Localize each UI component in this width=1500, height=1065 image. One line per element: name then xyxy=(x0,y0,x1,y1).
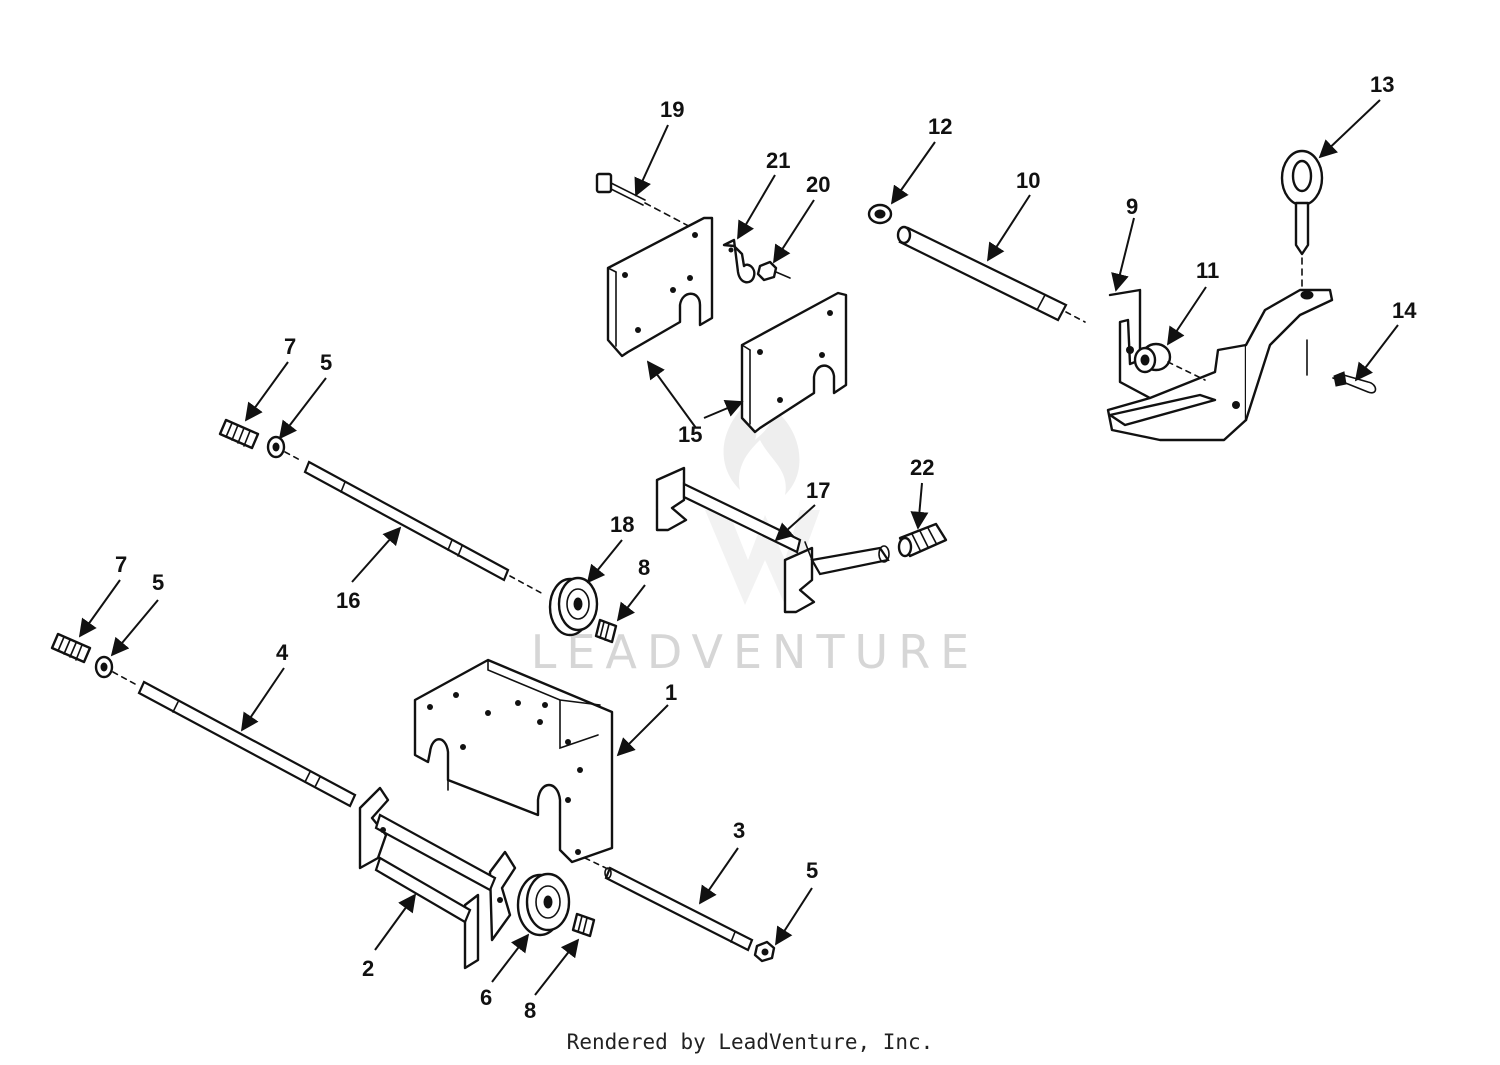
callout-8-lower: 8 xyxy=(524,998,536,1023)
part-10-pin xyxy=(896,225,1086,323)
render-credit: Rendered by LeadVenture, Inc. xyxy=(566,1030,934,1054)
part-4-axle xyxy=(137,680,357,808)
callout-11: 11 xyxy=(1196,258,1219,283)
part-22-grip xyxy=(897,522,948,558)
callout-5-lower: 5 xyxy=(152,570,164,595)
part-5-right-washer xyxy=(753,940,776,963)
part-5-lower-washer xyxy=(94,655,136,685)
callout-13: 13 xyxy=(1370,72,1394,97)
callout-12: 12 xyxy=(928,114,952,139)
callout-15: 15 xyxy=(678,422,702,447)
part-3-rod xyxy=(584,857,754,952)
part-19-bolt xyxy=(595,172,701,233)
part-13-eye-pin xyxy=(1280,149,1324,291)
callout-7-upper: 7 xyxy=(284,334,296,359)
callout-1: 1 xyxy=(665,680,677,705)
callout-7-lower: 7 xyxy=(115,552,127,577)
part-2-lever-assembly xyxy=(358,786,517,970)
callout-9: 9 xyxy=(1126,194,1138,219)
callout-22: 22 xyxy=(910,455,934,480)
part-18-wheel xyxy=(548,576,599,637)
part-21-clip xyxy=(722,238,756,284)
part-16-axle xyxy=(303,460,546,596)
callout-5-upper: 5 xyxy=(320,350,332,375)
part-14-hairpin xyxy=(1332,371,1377,394)
callout-leaders xyxy=(78,99,1399,996)
part-12-ring xyxy=(867,203,893,225)
callout-2: 2 xyxy=(362,956,374,981)
part-1-bracket xyxy=(413,658,614,864)
part-20-nut xyxy=(756,260,791,282)
callout-3: 3 xyxy=(733,818,745,843)
part-15-upper-plate xyxy=(606,216,714,358)
callout-20: 20 xyxy=(806,172,830,197)
part-7-lower-spring xyxy=(50,632,92,664)
part-6-wheel xyxy=(516,872,571,937)
callout-6: 6 xyxy=(480,985,492,1010)
callout-19: 19 xyxy=(660,97,684,122)
part-8-lower-bushing xyxy=(571,912,596,938)
part-5-upper-washer xyxy=(266,435,301,461)
callout-18: 18 xyxy=(610,512,634,537)
callout-4: 4 xyxy=(276,640,289,665)
callout-17: 17 xyxy=(806,478,830,503)
callout-10: 10 xyxy=(1016,168,1040,193)
part-9-hitch-bracket xyxy=(1106,288,1334,442)
callout-8-upper: 8 xyxy=(638,555,650,580)
callout-5-right: 5 xyxy=(806,858,818,883)
callout-16: 16 xyxy=(336,588,360,613)
part-11-spacer xyxy=(1133,342,1206,381)
part-8-upper-bushing xyxy=(594,618,618,644)
part-17-lever xyxy=(655,466,890,614)
callout-14: 14 xyxy=(1392,298,1417,323)
callout-labels: 1 2 3 4 5 5 5 6 7 7 8 8 9 10 11 12 13 14… xyxy=(115,72,1417,1023)
part-7-upper-spring xyxy=(218,418,260,450)
part-15-lower-plate xyxy=(740,291,848,434)
callout-21: 21 xyxy=(766,148,790,173)
